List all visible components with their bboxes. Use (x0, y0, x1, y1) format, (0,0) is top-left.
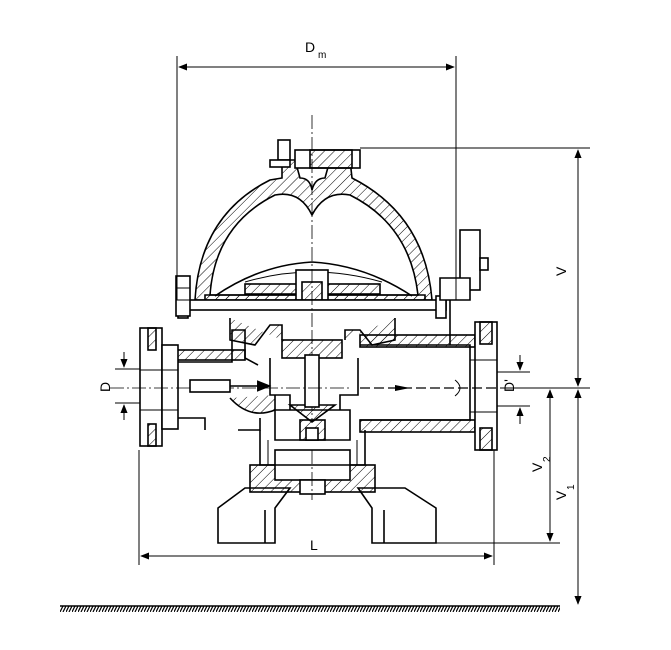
v1-subscript: 1 (566, 484, 577, 490)
dimension-l: L (138, 450, 495, 565)
dm-subscript: m (318, 50, 326, 61)
d-label: D (97, 382, 113, 392)
support-feet (217, 487, 437, 544)
dm-label: D (305, 39, 315, 55)
diaphragm-housing (175, 115, 489, 345)
v1-label: V (553, 490, 569, 500)
outlet-flange (470, 321, 498, 451)
l-label: L (310, 537, 318, 553)
v2-label: V (529, 462, 545, 472)
dimension-dm: D m (176, 39, 457, 300)
d-prime-label: D' (501, 379, 517, 392)
dimension-d: D (97, 352, 140, 420)
inlet-flange (139, 327, 179, 447)
dimension-v2: V 2 (436, 389, 560, 544)
valve-body (164, 318, 476, 441)
flow-path (110, 379, 500, 397)
v-label: V (553, 266, 569, 276)
dimension-v: V V 1 (360, 147, 590, 605)
ground-line (60, 605, 560, 612)
v2-subscript: 2 (542, 456, 553, 462)
dimension-d-prime: D' (497, 355, 530, 424)
lower-housing (249, 430, 376, 500)
